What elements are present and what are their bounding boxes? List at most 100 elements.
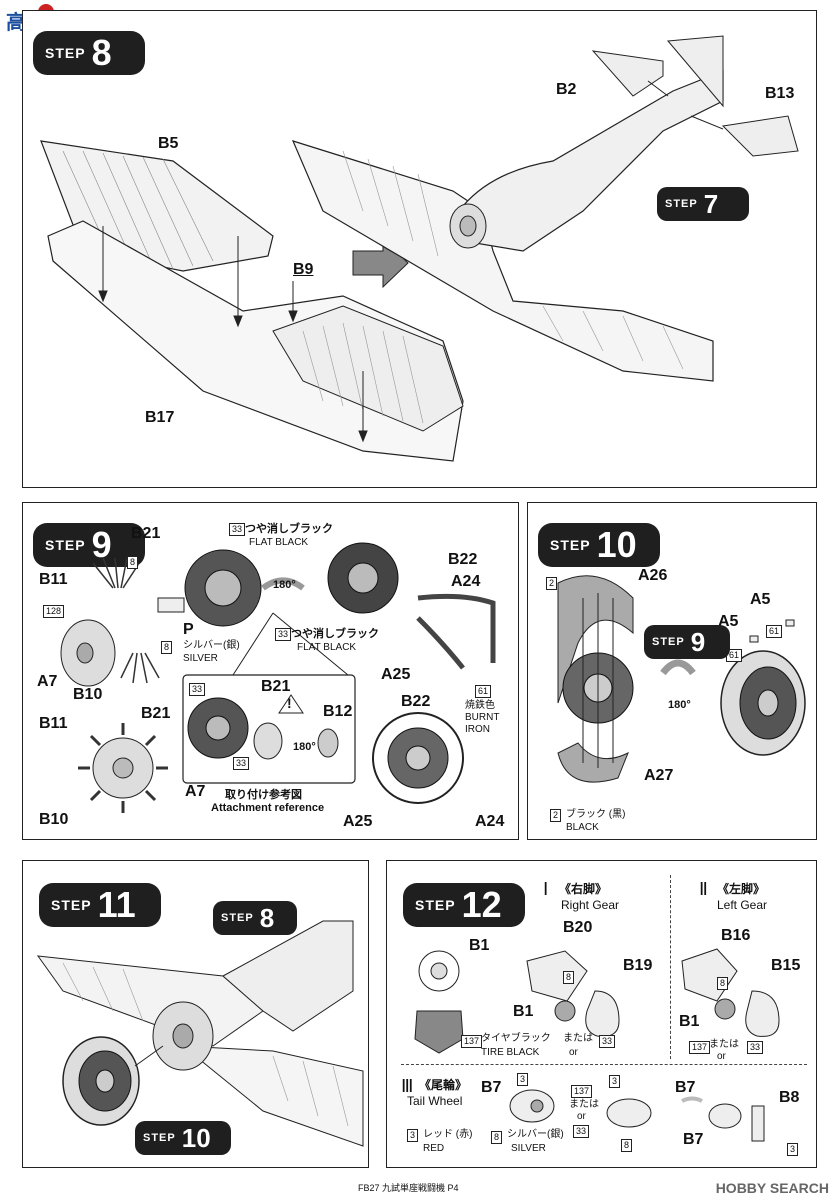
section-divider [670, 875, 671, 1059]
part-label-b15: B15 [771, 957, 801, 974]
section-3-roman: Ⅲ [401, 1076, 414, 1096]
step10-cowling-drawing [557, 575, 806, 783]
paint-code-3b: 3 [609, 1075, 621, 1088]
part-label-b20: B20 [563, 919, 593, 936]
step-word: STEP [45, 45, 86, 61]
paint-code-8b: 8 [717, 977, 729, 990]
part-label-b1: B1 [469, 937, 490, 954]
step11-panel: STEP 11 STEP 8 STEP 10 [22, 860, 369, 1168]
part-label-b9: B9 [293, 261, 314, 278]
burnt-iron-jp: 焼鉄色 [465, 700, 495, 711]
step9-reference-badge: STEP 9 [644, 625, 730, 659]
part-label-b12: B12 [323, 703, 353, 720]
step10-reference-badge: STEP 10 [135, 1121, 231, 1155]
part-label-b2: B2 [556, 81, 577, 98]
part-label-a25-bottom: A25 [343, 813, 373, 830]
paint-code-8d: 8 [491, 1131, 503, 1144]
step10-panel: STEP 10 A26 A5 A5 A27 2 61 61 2 ブラック (黒)… [527, 502, 817, 840]
burnt-iron-en2: IRON [465, 724, 490, 735]
step-word: STEP [665, 198, 698, 210]
step9-panel: STEP 9 [22, 502, 519, 840]
part-label-a27: A27 [644, 767, 674, 784]
part-label-a7-bottom: A7 [185, 783, 206, 800]
step8-reference-badge: STEP 8 [213, 901, 297, 935]
step7-reference-badge: STEP 7 [657, 187, 749, 221]
paint-code-33b: 33 [747, 1041, 764, 1054]
section-1-roman: Ⅰ [543, 879, 549, 899]
paint-code-128: 128 [43, 605, 65, 618]
part-label-b7-mid: B7 [675, 1079, 696, 1096]
or-jp-2: または [709, 1039, 739, 1050]
part-label-a26: A26 [638, 567, 668, 584]
paint-code-2: 2 [546, 577, 558, 590]
silver-en: SILVER [183, 653, 218, 664]
step-number: 8 [91, 32, 112, 73]
step11-badge: STEP 11 [39, 883, 161, 927]
step-number: 9 [91, 524, 112, 565]
step8-panel: STEP 8 [22, 10, 817, 488]
step-number: 7 [703, 189, 719, 219]
step11-engine-install-drawing [36, 920, 364, 1147]
step-number: 8 [259, 903, 275, 933]
step12-panel: STEP 12 Ⅰ 《右脚》 Right Gear Ⅱ 《左脚》 Left Ge… [386, 860, 817, 1168]
paint-code-8b: 8 [161, 641, 173, 654]
red-jp: レッド (赤) [423, 1129, 473, 1140]
paint-code-3c: 3 [407, 1129, 419, 1142]
part-label-b7-right: B7 [683, 1131, 704, 1148]
flat-black-jp: つや消しブラック [245, 523, 333, 535]
section-1-jp: 《右脚》 [559, 882, 608, 896]
step12-badge: STEP 12 [403, 883, 525, 927]
silver-en: SILVER [511, 1143, 546, 1154]
step-word: STEP [45, 537, 86, 553]
part-label-a24: A24 [451, 573, 481, 590]
part-label-b8: B8 [779, 1089, 800, 1106]
paint-code-8: 8 [127, 556, 139, 569]
part-label-b11-bottom: B11 [39, 715, 68, 732]
silver-jp: シルバー(銀) [183, 640, 240, 651]
part-label-b7: B7 [481, 1079, 502, 1096]
part-label-b21-attach: B21 [261, 678, 291, 695]
part-label-b22: B22 [448, 551, 478, 568]
burnt-iron-en1: BURNT [465, 712, 500, 723]
part-label-b17: B17 [145, 409, 175, 426]
or-en-3: or [577, 1111, 586, 1122]
tire-black-jp: タイヤブラック [481, 1033, 551, 1044]
paint-code-33b: 33 [275, 628, 292, 641]
red-en: RED [423, 1143, 445, 1154]
part-label-b13: B13 [765, 85, 795, 102]
part-label-p: P [183, 621, 194, 638]
part-label-b22-bottom: B22 [401, 693, 431, 710]
paint-code-3d: 3 [787, 1143, 799, 1156]
step-number: 11 [97, 884, 136, 925]
section-1-en: Right Gear [561, 898, 620, 912]
section-divider-horizontal [401, 1064, 807, 1065]
step-number: 9 [690, 627, 706, 657]
step10-badge: STEP 10 [538, 523, 660, 567]
paint-code-33c: 33 [189, 683, 206, 696]
step-word: STEP [51, 897, 92, 913]
step-number: 12 [461, 884, 502, 925]
step-word: STEP [143, 1132, 176, 1144]
paint-code-33c: 33 [573, 1125, 590, 1138]
page-footer: FB27 九試単座戦闘機 P4 [358, 1183, 459, 1193]
step-number: 10 [596, 524, 637, 565]
step9-badge: STEP 9 [33, 523, 145, 567]
part-label-a25: A25 [381, 666, 411, 683]
flat-black-jp-2: つや消しブラック [291, 628, 379, 640]
paint-code-33a: 33 [599, 1035, 616, 1048]
part-label-b21: B21 [131, 525, 161, 542]
attachment-reference-en: Attachment reference [211, 802, 325, 814]
paint-code-137a: 137 [461, 1035, 483, 1048]
step-word: STEP [652, 636, 685, 648]
caution-mark: ! [287, 695, 292, 711]
paint-code-137c: 137 [571, 1085, 593, 1098]
rotate-180-label: 180° [668, 699, 691, 711]
part-label-b1-right: B1 [513, 1003, 534, 1020]
paint-code-2b: 2 [550, 809, 562, 822]
part-label-b21-bottom: B21 [141, 705, 171, 722]
step-word: STEP [221, 912, 254, 924]
flat-black-en-2: FLAT BLACK [297, 642, 357, 653]
rotate-180-label: 180° [273, 579, 296, 591]
flat-black-en: FLAT BLACK [249, 537, 309, 548]
step-number: 10 [181, 1123, 211, 1153]
